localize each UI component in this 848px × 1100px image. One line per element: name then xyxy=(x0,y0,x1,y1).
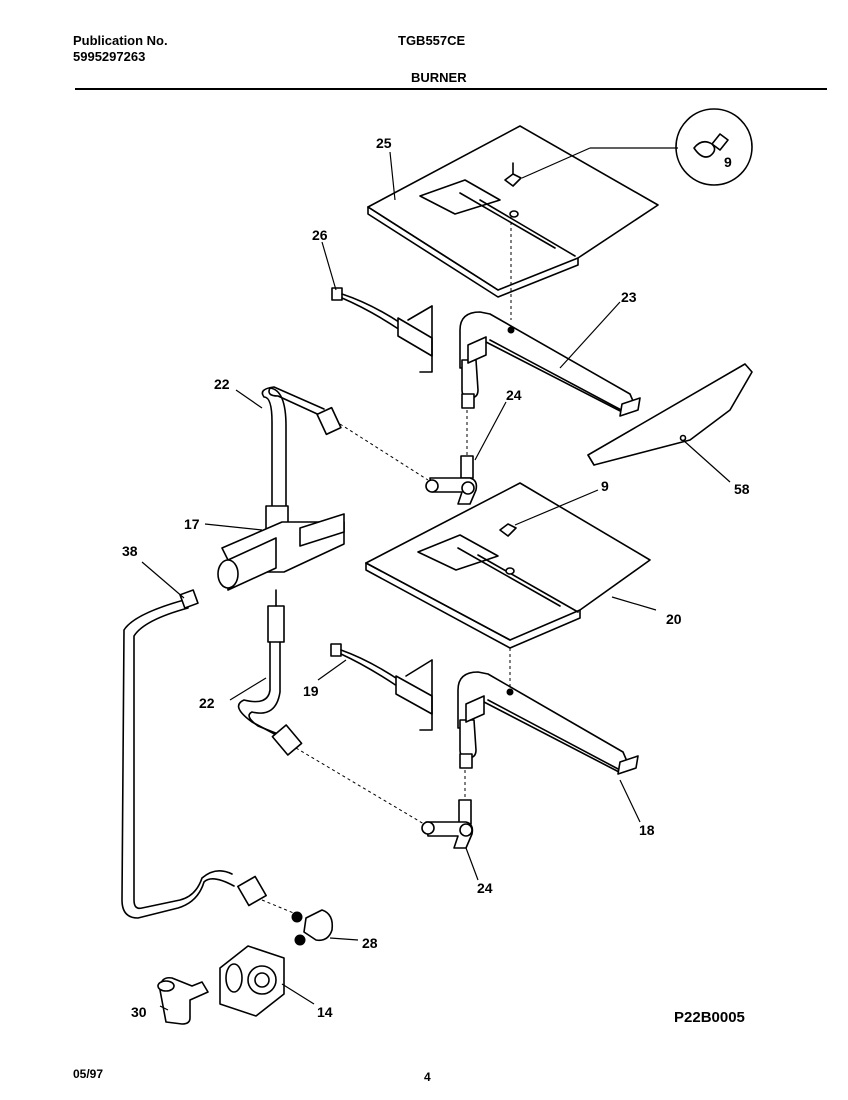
supply-tube xyxy=(121,589,267,919)
lower-igniter xyxy=(330,643,433,731)
callout-17: 17 xyxy=(184,516,200,532)
publication-label: Publication No. xyxy=(73,33,168,48)
publication-number: 5995297263 xyxy=(73,49,146,64)
model-number: TGB557CE xyxy=(398,33,466,48)
callout-22-lower: 22 xyxy=(199,695,215,711)
callout-20: 20 xyxy=(666,611,682,627)
callout-18: 18 xyxy=(639,822,655,838)
header-divider xyxy=(75,88,827,90)
callout-14: 14 xyxy=(317,1004,333,1020)
callout-26: 26 xyxy=(312,227,328,243)
lower-burner-tube xyxy=(457,671,639,775)
callout-28: 28 xyxy=(362,935,378,951)
wing-nut-detail xyxy=(521,108,753,186)
leader-lines xyxy=(141,151,731,1011)
callout-19: 19 xyxy=(303,683,319,699)
callout-38: 38 xyxy=(122,543,138,559)
footer-date: 05/97 xyxy=(73,1067,104,1081)
lower-orifice-holder xyxy=(421,799,474,849)
callout-9-detail: 9 xyxy=(724,154,732,170)
callout-30: 30 xyxy=(131,1004,147,1020)
lower-burner-shield xyxy=(365,482,651,649)
callout-23: 23 xyxy=(621,289,637,305)
lower-tube-to-holder-dashline xyxy=(295,747,425,825)
section-title: BURNER xyxy=(411,70,467,85)
lower-gas-tube xyxy=(237,641,303,756)
adapter-fitting xyxy=(291,909,334,946)
upper-burner-shield xyxy=(367,125,659,298)
page-number: 4 xyxy=(424,1070,431,1084)
elbow-fitting xyxy=(157,976,209,1025)
upper-igniter xyxy=(331,287,433,373)
lower-wing-nut xyxy=(499,523,517,537)
upper-burner-tube xyxy=(459,311,641,417)
heat-deflector-plate xyxy=(587,363,753,466)
callout-24-upper: 24 xyxy=(506,387,522,403)
callout-24-lower: 24 xyxy=(477,880,493,896)
upper-gas-tube xyxy=(261,386,342,506)
drawing-code: P22B0005 xyxy=(674,1009,745,1026)
upper-wing-nut xyxy=(504,162,522,187)
supply-dashline xyxy=(261,899,297,915)
upper-tube-to-holder-dashline xyxy=(339,423,429,481)
upper-orifice-holder xyxy=(425,455,478,505)
callout-25: 25 xyxy=(376,135,392,151)
pressure-regulator xyxy=(219,945,285,1017)
callout-22-upper: 22 xyxy=(214,376,230,392)
callout-58: 58 xyxy=(734,481,750,497)
valve-body xyxy=(217,505,345,643)
callout-9: 9 xyxy=(601,478,609,494)
